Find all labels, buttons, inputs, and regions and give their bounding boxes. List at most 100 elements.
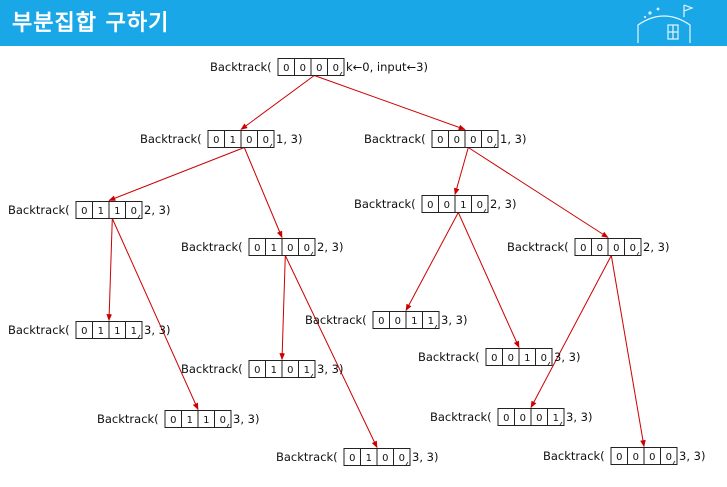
array-cell-value: 0 bbox=[580, 243, 586, 254]
function-name: Backtrack( bbox=[543, 449, 605, 463]
function-name: Backtrack( bbox=[430, 410, 492, 424]
array-cell-value: 1 bbox=[187, 415, 193, 426]
function-name: Backtrack( bbox=[8, 203, 70, 217]
comma-mark bbox=[483, 208, 487, 213]
array-cell-value: 1 bbox=[98, 206, 104, 217]
array-cell-value: 0 bbox=[649, 452, 655, 463]
array-cell-value: 0 bbox=[220, 415, 226, 426]
array-cell-value: 0 bbox=[316, 63, 322, 74]
function-name: Backtrack( bbox=[210, 60, 272, 74]
array-cell-value: 1 bbox=[131, 326, 137, 337]
function-name: Backtrack( bbox=[140, 132, 202, 146]
function-name: Backtrack( bbox=[354, 197, 416, 211]
edge-n22-n222 bbox=[610, 255, 646, 448]
comma-mark bbox=[434, 324, 438, 329]
array-cell-value: 0 bbox=[254, 243, 260, 254]
array-cell-value: 0 bbox=[630, 243, 636, 254]
comma-mark bbox=[269, 143, 273, 148]
array-cell-value: 0 bbox=[508, 353, 514, 364]
array-cell-value: 1 bbox=[230, 135, 236, 146]
function-name: Backtrack( bbox=[305, 313, 367, 327]
call-arguments: 3, 3) bbox=[144, 323, 170, 337]
array-cell-value: 1 bbox=[271, 365, 277, 376]
array-cell-value: 0 bbox=[520, 413, 526, 424]
array-cell-value: 1 bbox=[553, 413, 559, 424]
array-cell-value: 0 bbox=[616, 452, 622, 463]
array-cell-value: 0 bbox=[437, 135, 443, 146]
comma-mark bbox=[405, 461, 409, 466]
array-cell-value: 0 bbox=[536, 413, 542, 424]
array-cell-value: 0 bbox=[263, 135, 269, 146]
array-cell-value: 0 bbox=[333, 63, 339, 74]
array-cell-value: 0 bbox=[81, 326, 87, 337]
comma-mark bbox=[672, 460, 676, 465]
array-cell-value: 0 bbox=[304, 243, 310, 254]
function-name: Backtrack( bbox=[276, 450, 338, 464]
array-cell-value: 0 bbox=[246, 135, 252, 146]
array-cell-value: 0 bbox=[503, 413, 509, 424]
comma-mark bbox=[547, 361, 551, 366]
call-arguments: 3, 3) bbox=[317, 362, 343, 376]
header-bar: 부분집합 구하기 bbox=[0, 0, 727, 46]
call-arguments: 2, 3) bbox=[144, 203, 170, 217]
array-cell-value: 1 bbox=[366, 453, 372, 464]
call-arguments: k←0, input←3) bbox=[346, 60, 428, 74]
function-name: Backtrack( bbox=[364, 132, 426, 146]
call-arguments: 3, 3) bbox=[441, 313, 467, 327]
function-name: Backtrack( bbox=[181, 362, 243, 376]
edge-n1-n12 bbox=[243, 147, 283, 239]
call-arguments: 1, 3) bbox=[276, 132, 302, 146]
array-cell-value: 0 bbox=[382, 453, 388, 464]
call-arguments: 2, 3) bbox=[490, 197, 516, 211]
array-cell-value: 1 bbox=[524, 353, 530, 364]
function-name: Backtrack( bbox=[8, 323, 70, 337]
call-arguments: 3, 3) bbox=[566, 410, 592, 424]
edge-n12-n121 bbox=[279, 255, 286, 361]
comma-mark bbox=[226, 423, 230, 428]
array-cell-value: 1 bbox=[203, 415, 209, 426]
array-cell-value: 0 bbox=[454, 135, 460, 146]
array-cell-value: 0 bbox=[254, 365, 260, 376]
comma-mark bbox=[339, 71, 343, 76]
edge-n22-n221 bbox=[530, 255, 612, 409]
array-cell-value: 0 bbox=[287, 365, 293, 376]
array-cell-value: 1 bbox=[304, 365, 310, 376]
call-arguments: 2, 3) bbox=[317, 240, 343, 254]
comma-mark bbox=[493, 143, 497, 148]
array-cell-value: 0 bbox=[395, 316, 401, 327]
array-cell-value: 0 bbox=[477, 200, 483, 211]
array-cell-value: 1 bbox=[98, 326, 104, 337]
call-arguments: 1, 3) bbox=[500, 132, 526, 146]
array-cell-value: 0 bbox=[170, 415, 176, 426]
array-cell-value: 1 bbox=[114, 326, 120, 337]
array-cell-value: 0 bbox=[81, 206, 87, 217]
array-cell-value: 0 bbox=[427, 200, 433, 211]
edge-root-n1 bbox=[240, 75, 315, 130]
call-arguments: 3, 3) bbox=[679, 449, 705, 463]
function-name: Backtrack( bbox=[507, 240, 569, 254]
edge-n21-n212 bbox=[457, 212, 520, 349]
array-cell-value: 0 bbox=[287, 243, 293, 254]
array-cell-value: 0 bbox=[491, 353, 497, 364]
array-cell-value: 0 bbox=[666, 452, 672, 463]
array-cell-value: 0 bbox=[541, 353, 547, 364]
comma-mark bbox=[310, 373, 314, 378]
array-cell-value: 0 bbox=[399, 453, 405, 464]
array-cell-value: 0 bbox=[300, 63, 306, 74]
edge-n12-n122 bbox=[284, 255, 378, 449]
array-cell-value: 0 bbox=[597, 243, 603, 254]
